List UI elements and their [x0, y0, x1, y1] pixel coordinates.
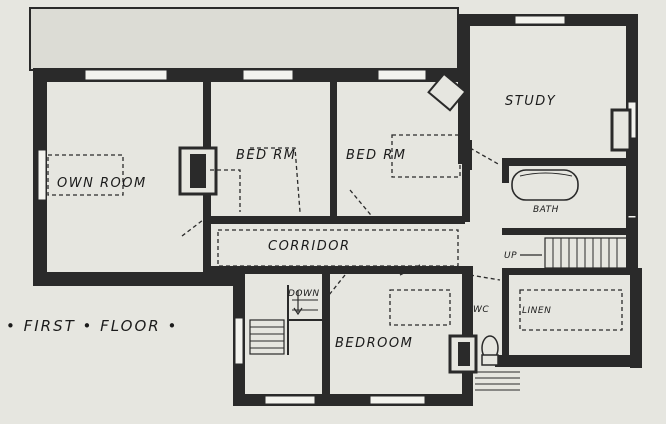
room-label-wc: WC: [473, 305, 489, 315]
room-label-study: STUDY: [505, 94, 556, 109]
room-label-bed-rm-right: BED RM: [346, 148, 407, 163]
interior-walls: [203, 80, 632, 396]
east-staircase: [520, 237, 631, 269]
stair-label-up: UP: [504, 251, 517, 261]
room-label-corridor: CORRIDOR: [268, 239, 350, 254]
room-label-bed-rm-left: BED RM: [236, 148, 297, 163]
room-label-bedroom: BEDROOM: [335, 336, 413, 351]
south-staircase: [249, 285, 322, 355]
room-label-bath: BATH: [533, 205, 559, 215]
room-label-own-room: OWN ROOM: [57, 176, 147, 191]
bathtub: [511, 169, 579, 201]
exterior-steps: [475, 371, 520, 391]
wc-fixture: [481, 335, 499, 366]
fireplaces: [178, 72, 638, 374]
room-label-linen: LINEN: [522, 306, 551, 316]
dashed-furniture: [47, 134, 623, 331]
roof-outline: [29, 7, 459, 71]
stair-label-down: DOWN: [288, 289, 320, 299]
floor-caption: • FIRST • FLOOR •: [6, 317, 178, 335]
